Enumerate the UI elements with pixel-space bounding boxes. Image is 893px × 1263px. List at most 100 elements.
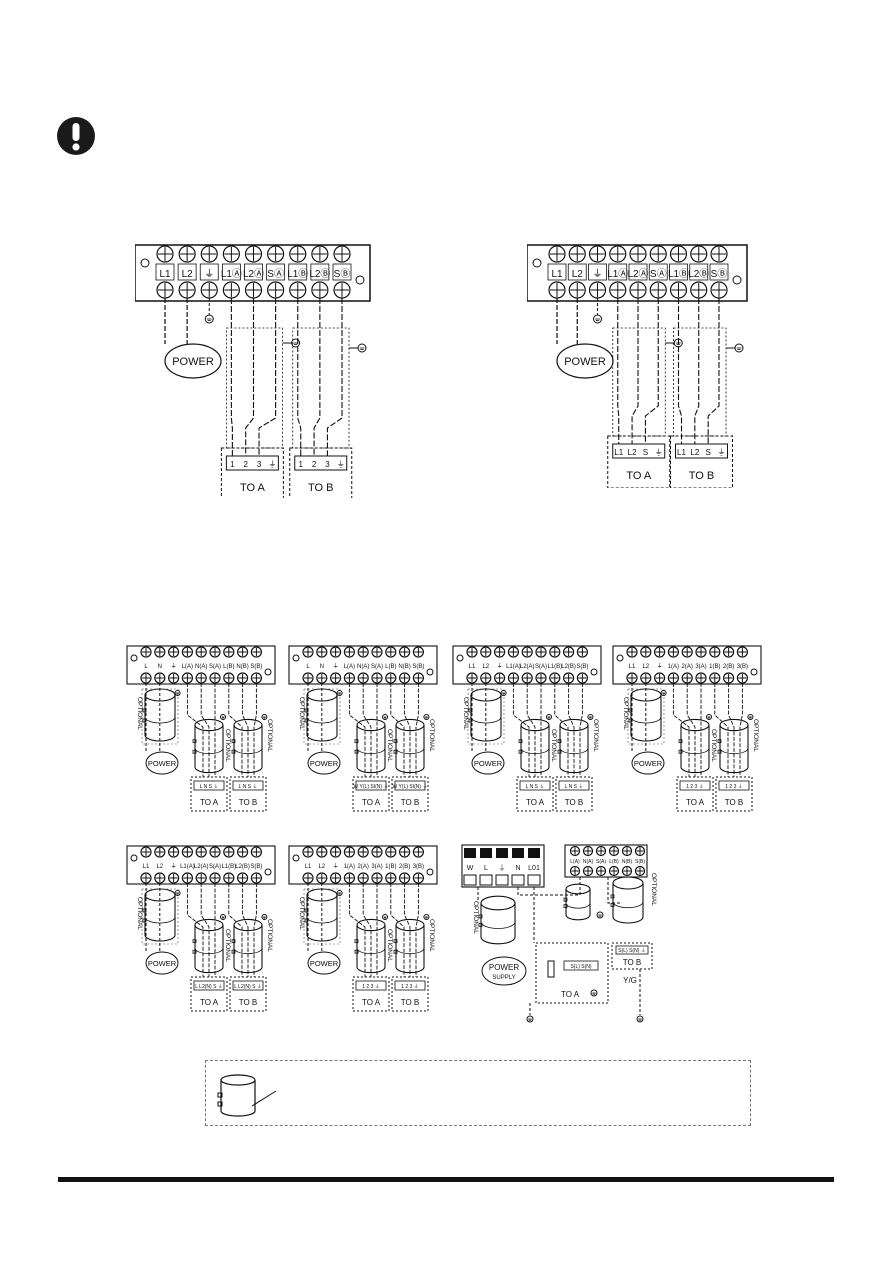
power-sub-label: SUPPLY bbox=[492, 975, 515, 981]
power-ellipse bbox=[164, 343, 222, 379]
unit-box bbox=[190, 976, 228, 1012]
wire bbox=[390, 683, 405, 777]
terminal-label: SⒷ bbox=[711, 268, 728, 280]
terminal-label: L2 bbox=[482, 664, 489, 670]
unit-terminal-label: L1 bbox=[614, 448, 623, 457]
mount-hole bbox=[292, 854, 300, 862]
unit-terminal-label: 3 bbox=[257, 460, 262, 469]
terminal-label: L2 bbox=[182, 269, 194, 280]
ground-label: Y/G bbox=[623, 976, 637, 985]
wire bbox=[631, 298, 639, 444]
unit-terminal-strip bbox=[563, 960, 599, 971]
wire bbox=[200, 883, 210, 977]
unit-label: TO B bbox=[623, 958, 642, 967]
unit-terminal-label: S bbox=[705, 448, 710, 457]
wire bbox=[672, 683, 690, 777]
wire bbox=[728, 683, 735, 777]
shield-cylinder bbox=[478, 895, 516, 945]
mount-hole bbox=[130, 654, 138, 662]
power-label: POWER bbox=[564, 356, 606, 368]
terminal-label: ⏚ bbox=[171, 663, 177, 670]
unit-terminal-text: 1 2 3 ⏚ bbox=[725, 783, 743, 790]
wire bbox=[415, 883, 419, 977]
unit-terminal-strip bbox=[225, 455, 279, 471]
unit-terminal-strip bbox=[519, 780, 551, 791]
unit-terminal-label: 2 bbox=[243, 460, 248, 469]
shield-cylinder bbox=[192, 918, 224, 974]
unit-terminal-label: ⏚ bbox=[655, 448, 663, 457]
terminal-label: L1(B) bbox=[547, 664, 562, 670]
terminal-label: L2 bbox=[642, 664, 649, 670]
unit-box bbox=[516, 776, 554, 812]
optional-label: OPTIONAL bbox=[224, 729, 231, 762]
optional-label: OPTIONAL bbox=[428, 719, 435, 752]
terminal-label: L bbox=[144, 664, 148, 670]
terminal-label: L(A) bbox=[182, 664, 193, 670]
unit-terminal-label: L2 bbox=[690, 448, 699, 457]
unit-terminal-strip bbox=[675, 443, 728, 459]
unit-terminal-strip bbox=[193, 780, 225, 791]
unit-terminal-strip bbox=[394, 980, 426, 991]
unit-terminal-label: 2 bbox=[312, 460, 317, 469]
terminal-label: L2(B) bbox=[561, 664, 576, 670]
terminal-label: SⒶ bbox=[267, 268, 284, 280]
wire bbox=[362, 883, 372, 977]
terminal-label: L1 bbox=[551, 269, 563, 280]
terminal-label: S(A) bbox=[596, 859, 606, 865]
terminal-label: S(B) bbox=[250, 664, 262, 670]
wire bbox=[707, 298, 720, 444]
wire bbox=[186, 883, 204, 977]
wire bbox=[568, 683, 575, 777]
optional-label: OPTIONAL bbox=[386, 929, 393, 962]
power-ellipse bbox=[145, 751, 179, 775]
unit-box bbox=[611, 942, 653, 970]
unit-label: TO A bbox=[626, 470, 652, 482]
terminal-label: S(A) bbox=[209, 664, 221, 670]
terminal-label: 1(A) bbox=[668, 664, 679, 670]
terminal-label: S(A) bbox=[535, 664, 547, 670]
optional-label: OPTIONAL bbox=[710, 729, 717, 762]
terminal-label: S(B) bbox=[250, 864, 262, 870]
unit-terminal-text: L L2(N) S ⏚ bbox=[195, 983, 223, 990]
unit-label: TO A bbox=[240, 482, 266, 494]
wire bbox=[230, 298, 233, 456]
unit-terminal-label: 3 bbox=[325, 460, 330, 469]
unit-terminal-text: L N S ⏚ bbox=[526, 783, 545, 790]
fuse-icon bbox=[547, 960, 555, 978]
unit-terminal-label: 1 bbox=[299, 460, 304, 469]
mount-hole bbox=[616, 654, 624, 662]
cable-shield-icon bbox=[216, 1071, 296, 1119]
unit-terminal-strip bbox=[294, 455, 348, 471]
wire bbox=[313, 298, 321, 456]
wire bbox=[686, 683, 696, 777]
unit-terminal-strip bbox=[558, 780, 590, 791]
shield-cylinder bbox=[393, 718, 425, 774]
shield-cylinder bbox=[393, 918, 425, 974]
supply-terminal-label: W bbox=[467, 865, 474, 872]
unit-box bbox=[391, 776, 429, 812]
shield-cylinder bbox=[231, 718, 263, 774]
power-ellipse bbox=[145, 951, 179, 975]
optional-label: OPTIONAL bbox=[136, 897, 143, 930]
terminal-label: ⏚ bbox=[333, 863, 339, 870]
terminal-label: 2(A) bbox=[682, 664, 693, 670]
wire bbox=[694, 298, 700, 444]
unit-label: TO A bbox=[686, 798, 705, 807]
optional-label: OPTIONAL bbox=[472, 901, 479, 934]
terminal-label: 1(A) bbox=[344, 864, 355, 870]
terminal-label: L(A) bbox=[344, 664, 355, 670]
optional-label: OPTIONAL bbox=[752, 719, 759, 752]
unit-terminal-label: L1 bbox=[677, 448, 686, 457]
unit-label: TO B bbox=[725, 798, 744, 807]
wire bbox=[245, 298, 255, 456]
unit-label: TO B bbox=[239, 998, 258, 1007]
unit-label: TO B bbox=[689, 470, 714, 482]
unit-label: TO A bbox=[526, 798, 545, 807]
wire bbox=[579, 683, 583, 777]
terminal-label: S(A) bbox=[209, 864, 221, 870]
unit-terminal-strip bbox=[394, 780, 426, 791]
